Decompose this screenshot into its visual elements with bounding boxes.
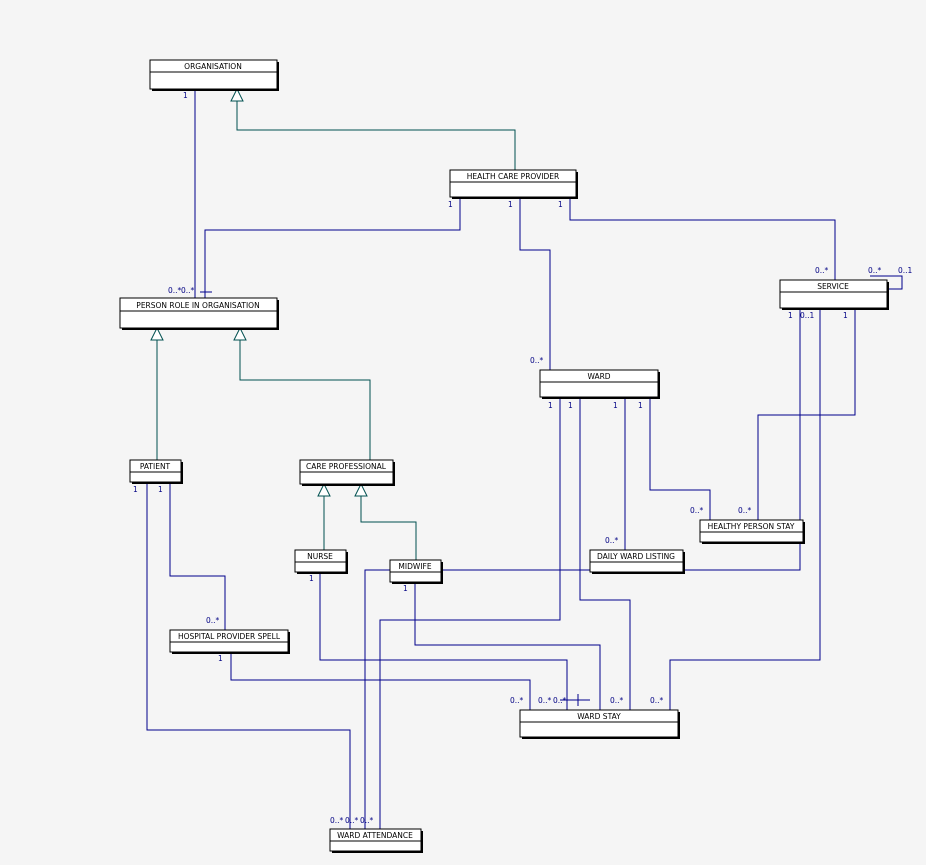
assoc-ward-hps bbox=[649, 397, 711, 520]
multiplicity: 1 bbox=[403, 584, 408, 593]
class-label: HEALTH CARE PROVIDER bbox=[467, 172, 560, 181]
assoc-hcp-personrole bbox=[204, 197, 461, 298]
assoc-patient-wardattendance bbox=[146, 482, 351, 829]
class-health-care-provider[interactable]: HEALTH CARE PROVIDER bbox=[449, 169, 578, 199]
multiplicity: 1 bbox=[158, 485, 163, 494]
multiplicity: 0..* bbox=[345, 816, 359, 825]
multiplicity: 0..* bbox=[330, 816, 344, 825]
multiplicity: 1 bbox=[558, 200, 563, 209]
class-nurse[interactable]: NURSE bbox=[294, 549, 348, 574]
multiplicity: 0..* bbox=[510, 696, 524, 705]
class-label: NURSE bbox=[307, 552, 333, 561]
multiplicity: 1 bbox=[183, 91, 188, 100]
class-label: WARD ATTENDANCE bbox=[337, 831, 413, 840]
multiplicity: 0..* bbox=[815, 266, 829, 275]
class-service[interactable]: SERVICE bbox=[779, 279, 889, 310]
class-label: CARE PROFESSIONAL bbox=[306, 462, 387, 471]
class-label: PERSON ROLE IN ORGANISATION bbox=[136, 301, 259, 310]
class-care-professional[interactable]: CARE PROFESSIONAL bbox=[299, 459, 395, 486]
class-label: HOSPITAL PROVIDER SPELL bbox=[178, 632, 281, 641]
multiplicity: 0..* bbox=[690, 506, 704, 515]
assoc-patient-hospspell bbox=[169, 482, 226, 630]
multiplicity: 1 bbox=[843, 311, 848, 320]
multiplicity: 0..* bbox=[168, 286, 182, 295]
class-label: PATIENT bbox=[140, 462, 171, 471]
assoc-midwife-wardstay bbox=[414, 582, 601, 710]
multiplicity: 1 bbox=[133, 485, 138, 494]
multiplicity: 0..* bbox=[181, 286, 195, 295]
multiplicity: 1 bbox=[548, 401, 553, 410]
class-organisation[interactable]: ORGANISATION bbox=[149, 59, 279, 91]
assoc-service-self bbox=[870, 275, 903, 290]
multiplicity: 0..* bbox=[360, 816, 374, 825]
class-label: SERVICE bbox=[817, 282, 849, 291]
multiplicity: 0..* bbox=[650, 696, 664, 705]
multiplicity: 0..* bbox=[538, 696, 552, 705]
class-label: HEALTHY PERSON STAY bbox=[708, 522, 795, 531]
class-hospital-provider-spell[interactable]: HOSPITAL PROVIDER SPELL bbox=[169, 629, 290, 654]
class-label: MIDWIFE bbox=[398, 562, 431, 571]
multiplicity: 0..* bbox=[868, 266, 882, 275]
multiplicity: 0..* bbox=[530, 356, 544, 365]
assoc-ward-wardstay bbox=[579, 397, 631, 710]
multiplicity: 1 bbox=[448, 200, 453, 209]
assoc-hcp-ward bbox=[519, 197, 551, 370]
class-healthy-person-stay[interactable]: HEALTHY PERSON STAY bbox=[699, 519, 805, 544]
multiplicity: 1 bbox=[638, 401, 643, 410]
multiplicity-labels: 1 1 1 1 0..* 0..* 0..* 0..* 0..1 1 0..1 … bbox=[133, 91, 913, 825]
inherit-hcp-org bbox=[236, 101, 516, 170]
multiplicity: 1 bbox=[309, 574, 314, 583]
multiplicity: 0..* bbox=[605, 536, 619, 545]
multiplicity: 0..* bbox=[206, 616, 220, 625]
assoc-nurse-wardstay bbox=[319, 572, 568, 710]
inherit-midwife-carepro bbox=[360, 496, 417, 560]
assoc-hospspell-wardstay bbox=[230, 652, 531, 710]
multiplicity: 1 bbox=[788, 311, 793, 320]
assoc-hcp-service bbox=[569, 197, 836, 280]
class-ward-attendance[interactable]: WARD ATTENDANCE bbox=[329, 828, 423, 853]
class-patient[interactable]: PATIENT bbox=[129, 459, 183, 484]
class-daily-ward-listing[interactable]: DAILY WARD LISTING bbox=[589, 549, 685, 574]
assoc-service-midwife bbox=[364, 308, 801, 829]
assoc-service-hps bbox=[757, 308, 856, 520]
class-label: DAILY WARD LISTING bbox=[597, 552, 675, 561]
class-person-role-in-organisation[interactable]: PERSON ROLE IN ORGANISATION bbox=[119, 297, 279, 330]
inherit-carepro-personrole bbox=[239, 340, 371, 460]
assoc-service-wardstay bbox=[669, 308, 821, 710]
association-lines bbox=[146, 89, 903, 829]
class-ward[interactable]: WARD bbox=[539, 369, 660, 399]
multiplicity: 0..* bbox=[610, 696, 624, 705]
assoc-ward-wardattendance bbox=[379, 397, 561, 829]
class-label: WARD bbox=[587, 372, 610, 381]
class-label: WARD STAY bbox=[577, 712, 621, 721]
multiplicity: 0..* bbox=[553, 696, 567, 705]
multiplicity: 0..1 bbox=[898, 266, 913, 275]
inheritance-lines bbox=[156, 101, 516, 560]
class-label: ORGANISATION bbox=[184, 62, 242, 71]
class-midwife[interactable]: MIDWIFE bbox=[389, 559, 443, 584]
multiplicity: 0..1 bbox=[800, 311, 815, 320]
multiplicity: 1 bbox=[218, 654, 223, 663]
multiplicity: 0..* bbox=[738, 506, 752, 515]
class-ward-stay[interactable]: WARD STAY bbox=[519, 709, 680, 739]
multiplicity: 1 bbox=[508, 200, 513, 209]
multiplicity: 1 bbox=[568, 401, 573, 410]
ward-stay-cross-mark bbox=[560, 694, 590, 706]
multiplicity: 1 bbox=[613, 401, 618, 410]
